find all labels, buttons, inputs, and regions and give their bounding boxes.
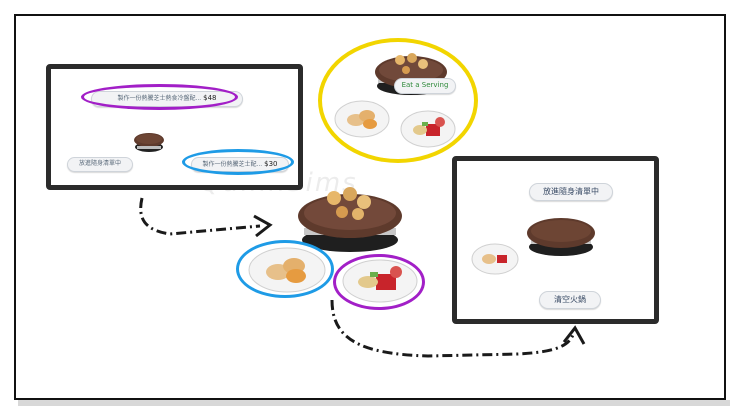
add-to-inventory-label: 放進隨身清單中 [78,160,121,167]
add-to-inventory-option-right[interactable]: 放進隨身清單中 [529,183,613,201]
add-to-inventory-option[interactable]: 放進隨身清單中 [67,157,133,172]
frame-shadow [18,400,730,406]
eat-serving-label: Eat a Serving [401,81,449,89]
clear-grill-option[interactable]: 清空火鍋 [539,291,601,309]
raclette-grill-right-icon [527,218,595,256]
raclette-grill-small-icon [134,133,164,152]
add-to-inventory-right-label: 放進隨身清單中 [543,187,599,196]
plate-bread-right-icon [471,243,519,275]
highlight-blue-plate [236,240,334,298]
highlight-purple-plate [333,254,425,310]
flow-arrow-left [139,197,273,238]
right-pie-menu-panel: 放進隨身清單中 清空火鍋 [452,156,659,324]
clear-grill-label: 清空火鍋 [554,295,586,304]
highlight-blue-left [182,149,294,175]
eat-serving-button[interactable]: Eat a Serving [394,78,456,94]
flow-arrow-right [330,299,586,358]
plate-veggies-top-icon [400,110,456,148]
highlight-purple-left [81,84,238,110]
raclette-grill-main-icon [298,187,402,252]
highlight-yellow-center [318,38,478,163]
plate-bread-top-icon [334,100,390,138]
